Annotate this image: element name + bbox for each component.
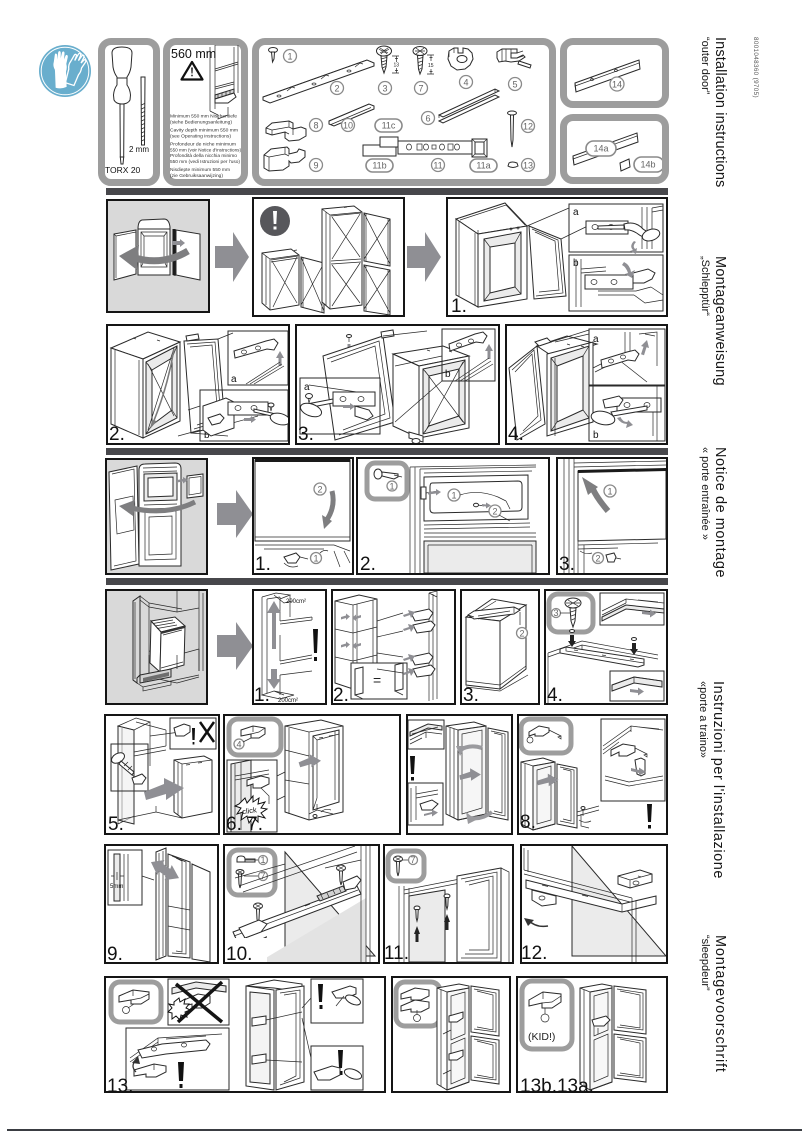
svg-text:13: 13	[523, 161, 533, 171]
svg-text:1: 1	[389, 482, 394, 492]
svg-text:14b: 14b	[640, 160, 655, 170]
svg-text:4: 4	[463, 78, 468, 88]
svg-text:5: 5	[512, 80, 517, 90]
svg-text:6: 6	[425, 114, 430, 124]
svg-text:1: 1	[313, 554, 318, 564]
svg-text:1: 1	[451, 491, 456, 501]
svg-text:8: 8	[313, 121, 318, 131]
svg-text:2: 2	[595, 554, 600, 564]
svg-text:1: 1	[287, 52, 292, 62]
svg-text:=: =	[373, 672, 381, 688]
svg-text:560 mm: 560 mm	[171, 47, 216, 61]
svg-text:200cm²: 200cm²	[286, 599, 306, 605]
svg-text:11: 11	[433, 161, 442, 171]
svg-text:(see Operating instructions): (see Operating instructions)	[170, 133, 231, 139]
svg-text:2: 2	[334, 84, 339, 94]
svg-text:7: 7	[418, 84, 423, 94]
svg-text:7: 7	[410, 855, 415, 865]
svg-text:11b: 11b	[372, 161, 386, 171]
svg-text:TORX 20: TORX 20	[105, 165, 141, 175]
svg-text:(zie Gebruiksaanwijzing): (zie Gebruiksaanwijzing)	[170, 173, 223, 179]
svg-text:click: click	[242, 805, 258, 816]
svg-text:200cm²: 200cm²	[278, 698, 298, 703]
svg-text:a: a	[573, 207, 579, 218]
svg-text:b: b	[204, 430, 210, 441]
svg-text:5mm: 5mm	[110, 884, 123, 890]
svg-text:1: 1	[260, 855, 265, 865]
svg-text:14: 14	[612, 80, 622, 90]
svg-text:2: 2	[317, 485, 322, 495]
svg-text:b: b	[593, 430, 599, 441]
svg-text:10: 10	[343, 121, 353, 131]
svg-text:9: 9	[313, 161, 318, 171]
svg-text:b: b	[445, 369, 451, 380]
svg-text:Profondità della nicchia minim: Profondità della nicchia minimo	[170, 153, 237, 159]
svg-text:11c: 11c	[382, 121, 396, 131]
svg-text:Nisdiepte minimum 550 mm: Nisdiepte minimum 550 mm	[170, 167, 230, 173]
svg-text:7: 7	[260, 871, 265, 881]
svg-text:Cavity depth minimum 550 mm: Cavity depth minimum 550 mm	[170, 128, 238, 134]
svg-text:3: 3	[553, 608, 558, 618]
svg-text:15: 15	[428, 63, 434, 69]
svg-text:2: 2	[492, 507, 497, 517]
svg-text:a: a	[304, 382, 310, 393]
svg-text:14a: 14a	[593, 144, 608, 154]
svg-text:(KID!): (KID!)	[528, 1031, 555, 1043]
svg-text:11a: 11a	[476, 161, 490, 171]
svg-text:550 mm (vedi Istruzioni per l': 550 mm (vedi Istruzioni per l'uso)	[170, 159, 240, 165]
svg-text:2 mm: 2 mm	[129, 145, 149, 154]
svg-text:4: 4	[236, 740, 241, 750]
svg-text:2: 2	[519, 629, 524, 639]
svg-text:13: 13	[394, 63, 400, 69]
svg-text:12: 12	[523, 122, 533, 132]
svg-text:Profondeur de niche minimum: Profondeur de niche minimum	[170, 142, 236, 148]
svg-text:a: a	[231, 374, 237, 385]
svg-text:(siehe Bedienungsanleitung): (siehe Bedienungsanleitung)	[170, 119, 232, 125]
svg-text:3: 3	[382, 84, 387, 94]
svg-text:550 mm (voir Notice d'instruct: 550 mm (voir Notice d'instructions)	[170, 147, 241, 153]
svg-text:Minimum 550 mm Nischentiefe: Minimum 550 mm Nischentiefe	[170, 114, 237, 120]
svg-text:1: 1	[607, 487, 612, 497]
svg-text:a: a	[593, 334, 599, 345]
